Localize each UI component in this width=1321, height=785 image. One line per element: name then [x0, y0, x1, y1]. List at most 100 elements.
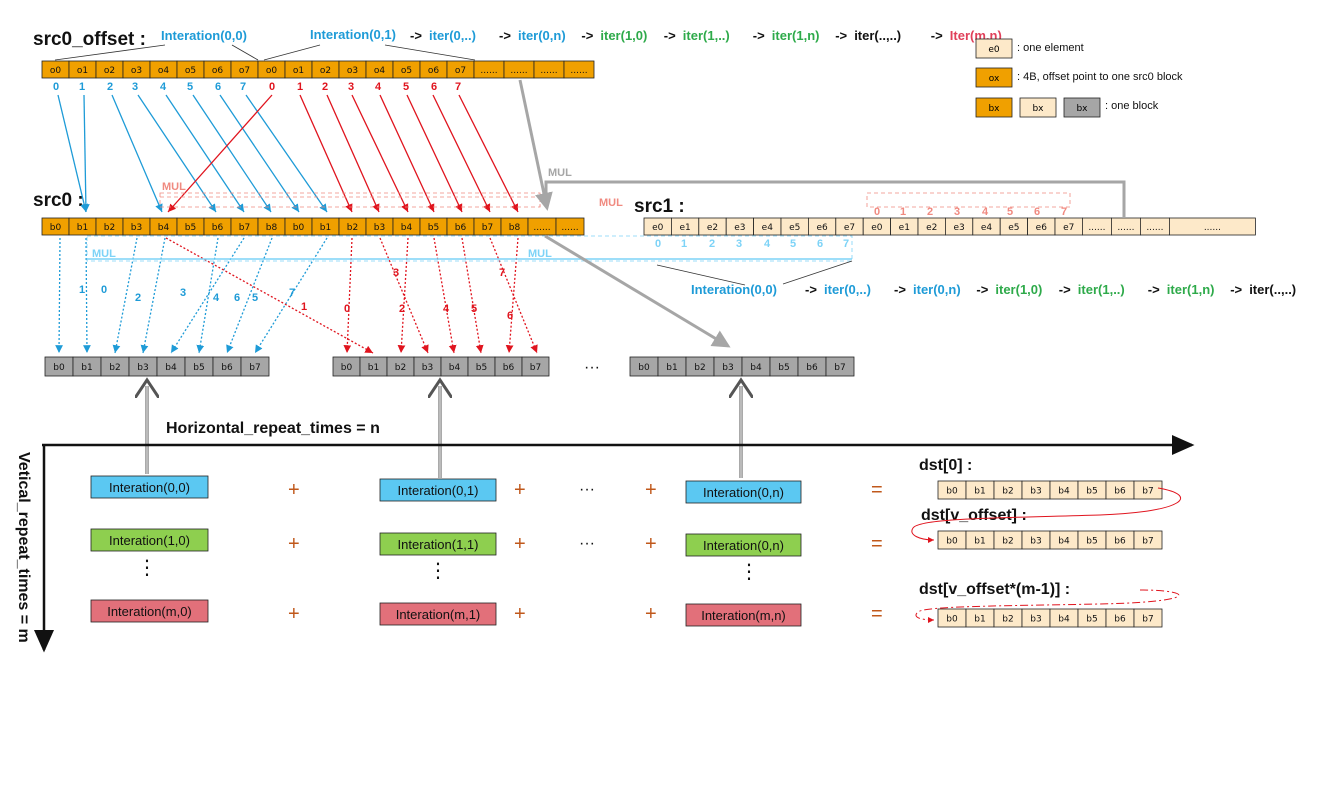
- mapping-arrow: [137, 94, 217, 213]
- src1-cell: e5: [789, 223, 800, 233]
- mapping-arrow: [432, 94, 491, 213]
- iter-seq-item: ->: [410, 28, 422, 43]
- src1-cell: e3: [734, 223, 745, 233]
- dst-v-cell: b5: [1086, 537, 1097, 547]
- src1-index-blue: 6: [817, 238, 823, 250]
- block1-cell: b6: [221, 363, 233, 373]
- src1-index-red: 7: [1061, 206, 1067, 218]
- iter-seq-item: ->: [1230, 282, 1242, 297]
- offset-index-red: 3: [348, 81, 354, 93]
- src1-index-red: 6: [1034, 206, 1040, 218]
- iter-seq-item: ->: [1059, 282, 1071, 297]
- src1-cell: ......: [1088, 223, 1105, 233]
- src1-cell: e4: [981, 223, 993, 233]
- offset-cell: o3: [131, 66, 142, 76]
- src0-cell: b4: [401, 223, 413, 233]
- src0-cell: b0: [293, 223, 305, 233]
- mapping-arrow: [83, 237, 91, 354]
- iter-seq-item: ->: [1148, 282, 1160, 297]
- src0-cell: b1: [77, 223, 88, 233]
- dst-wrap-arrow-2: [915, 589, 1180, 623]
- block2-cell: b7: [530, 363, 541, 373]
- iter-seq-item: ->: [805, 282, 817, 297]
- mid-index-blue: 1: [79, 284, 85, 296]
- src0-cell: b2: [347, 223, 358, 233]
- iter-seq-item: ->: [931, 28, 943, 43]
- block2-cell: b6: [503, 363, 515, 373]
- mapping-arrow: [165, 94, 245, 213]
- dst-m-cell: b4: [1058, 615, 1070, 625]
- mapping-arrow: [112, 237, 138, 354]
- mid-index-blue: 4: [213, 292, 220, 304]
- plus-sign: +: [288, 603, 300, 625]
- block2-cell: b2: [395, 363, 406, 373]
- mapping-arrow: [196, 237, 219, 354]
- src1-cell: e1: [899, 223, 910, 233]
- equals-sign: =: [871, 479, 883, 501]
- block2-cell-box: [521, 356, 550, 377]
- iter-seq-item: iter(1,0): [995, 282, 1042, 297]
- offset-cell: o2: [104, 66, 115, 76]
- legend-block-cell-light: bx: [1032, 104, 1044, 114]
- legend-offset-cell: ox: [989, 74, 1000, 84]
- legend-offset-text: : 4B, offset point to one src0 block: [1017, 71, 1183, 83]
- block1-cell-box: [240, 356, 270, 377]
- offset-cell: ......: [510, 66, 527, 76]
- mid-index-blue: 6: [234, 292, 240, 304]
- src0-cell: b8: [509, 223, 521, 233]
- block1-cell: b7: [249, 363, 260, 373]
- plus-sign: +: [645, 603, 657, 625]
- dst-m-cell: b5: [1086, 615, 1097, 625]
- src0-cell: b1: [320, 223, 331, 233]
- dst-m-offset-title: dst[v_offset*(m-1)] :: [919, 581, 1070, 598]
- mapping-arrow: [192, 94, 272, 213]
- iter-seq-item: ->: [499, 28, 511, 43]
- plus-sign: +: [288, 533, 300, 555]
- block1-cell: b1: [81, 363, 92, 373]
- src1-cell: e7: [1063, 223, 1074, 233]
- offset-index-red: 4: [375, 81, 382, 93]
- src0-cell: b7: [482, 223, 493, 233]
- dst0-cell-box: [1133, 480, 1163, 500]
- iter-seq-item: iter(0,..): [824, 282, 871, 297]
- iteration-box: [379, 532, 497, 556]
- block2-cell: b3: [422, 363, 433, 373]
- mid-index-red: 7: [499, 267, 505, 279]
- iteration-box: [90, 599, 209, 623]
- horizontal-repeat-label: Horizontal_repeat_times = n: [166, 420, 380, 437]
- src1-index-red: 3: [954, 206, 960, 218]
- mul-label-blue-right: MUL: [528, 248, 552, 260]
- src0-cell: b3: [374, 223, 385, 233]
- dst-v-cell: b6: [1114, 537, 1126, 547]
- dst0-cell: b7: [1142, 487, 1153, 497]
- offset-cell: o6: [212, 66, 224, 76]
- mapping-arrow: [55, 237, 63, 354]
- offset-cell: o5: [185, 66, 196, 76]
- dst-v-cell: b2: [1002, 537, 1013, 547]
- offset-index-red: 1: [297, 81, 303, 93]
- offset-index-blue: 7: [240, 81, 246, 93]
- legend-element-cell: e0: [988, 45, 1000, 55]
- dst-v-cell: b0: [946, 537, 958, 547]
- mapping-arrow: [111, 94, 163, 213]
- offset-cell: o1: [293, 66, 304, 76]
- dst-v-cell: b4: [1058, 537, 1070, 547]
- iter-seq-item: iter(1,..): [683, 28, 730, 43]
- iter-label-0-0: Interation(0,0): [161, 28, 247, 43]
- offset-index-red: 6: [431, 81, 437, 93]
- src0-cell: ......: [533, 223, 550, 233]
- legend-block-cell-orange: bx: [988, 104, 1000, 114]
- src0-title: src0 :: [33, 190, 84, 211]
- iteration-box-label: Interation(0,n): [703, 485, 784, 500]
- offset-index-red: 5: [403, 81, 409, 93]
- plus-sign: +: [645, 479, 657, 501]
- iter-seq-item: iter(1,n): [1167, 282, 1215, 297]
- dst-m-cell-box: [1133, 608, 1163, 628]
